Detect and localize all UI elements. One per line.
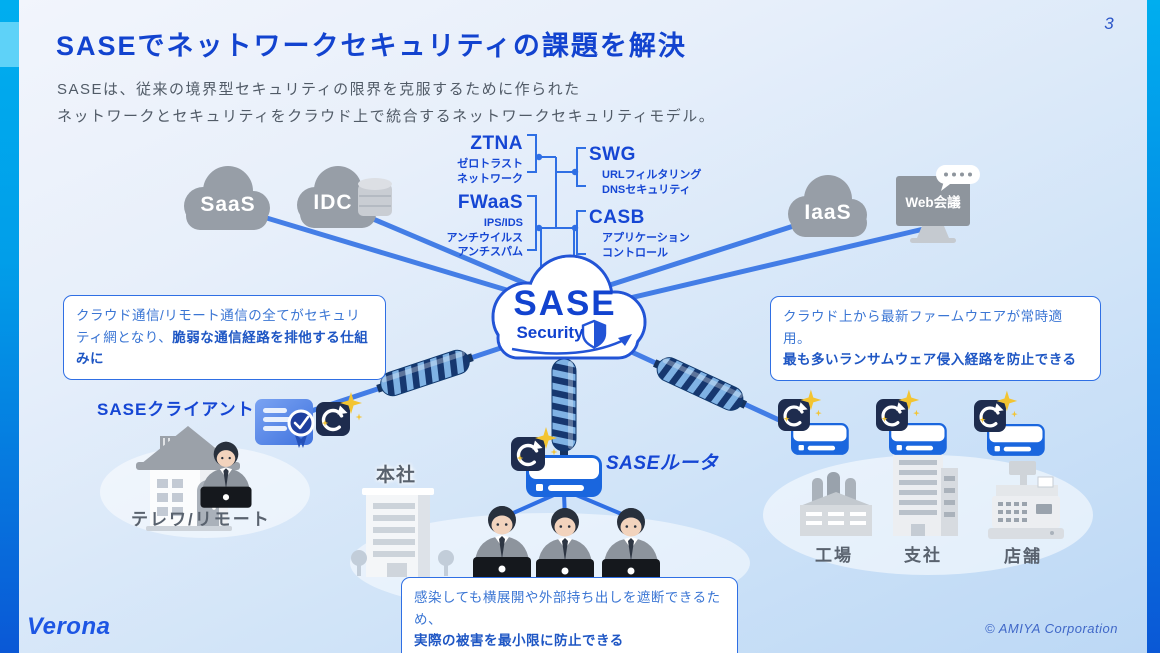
factory-label: 工場 — [815, 546, 853, 565]
callout-left-bold-text: 脆弱な通信経路を排他する仕組みに — [76, 329, 369, 367]
sase-cloud-icon — [491, 254, 647, 360]
verona-logo: Verona — [27, 613, 111, 640]
idc-cloud-label: IDC — [313, 191, 353, 214]
callout-bottom-text: 感染しても横展開や外部持ち出しを遮断できるため、 — [414, 590, 721, 627]
iaas-cloud-label: IaaS — [804, 201, 852, 224]
saas-cloud-label: SaaS — [200, 193, 256, 216]
callout-right-bold-text: 最も多いランサムウェア侵入経路を防止できる — [783, 352, 1077, 368]
service-swg-desc: DNSセキュリティ — [602, 183, 691, 196]
service-ztna-name: ZTNA — [470, 133, 523, 154]
cash-register-icon — [988, 461, 1064, 539]
service-ztna-desc: ゼロトラスト — [457, 157, 523, 170]
sase-cloud-security-label: Security — [516, 323, 584, 342]
network-cable-icon — [376, 349, 748, 455]
slide-subtitle: SASEは、従来の境界型セキュリティの限界を克服するために作られた ネットワーク… — [57, 76, 715, 130]
copyright-text: © AMIYA Corporation — [985, 621, 1118, 636]
page-title: SASEでネットワークセキュリティの課題を解決 — [56, 31, 687, 61]
monitor-icon — [896, 176, 970, 243]
service-swg: SWG URLフィルタリング DNSセキュリティ — [589, 143, 701, 197]
service-casb-name: CASB — [589, 207, 645, 228]
service-fwaas-name: FWaaS — [457, 192, 523, 213]
sase-cloud-title: SASE — [513, 284, 617, 323]
callout-left-text: 網となり、 — [103, 329, 173, 345]
speech-bubble-icon — [936, 165, 980, 191]
service-bracket-lines — [527, 134, 586, 270]
callout-bottom: 感染しても横展開や外部持ち出しを遮断できるため、 実際の被害を最小限に防止できる — [401, 577, 738, 653]
head-office-label: 本社 — [376, 465, 417, 486]
web-meeting-label: Web会議 — [905, 195, 961, 210]
callout-left: クラウド通信/リモート通信の全てがセキュリティ網となり、脆弱な通信経路を排他する… — [63, 295, 386, 380]
store-label: 店舗 — [1004, 547, 1042, 566]
telework-label: テレワ/リモート — [131, 510, 271, 529]
service-fwaas-desc: IPS/IDS — [483, 216, 523, 229]
subtitle-line-2: ネットワークとセキュリティをクラウド上で統合するネットワークセキュリティモデル。 — [57, 108, 716, 125]
branch-building-icon — [893, 452, 958, 536]
tree-icon — [351, 550, 454, 576]
factory-icon — [800, 472, 872, 536]
callout-right-text: クラウド上から最新ファームウエアが常時適用。 — [783, 309, 1063, 346]
left-accent-bar-segment — [0, 22, 19, 67]
bracket-nodes — [535, 153, 579, 232]
service-swg-desc: URLフィルタリング — [602, 168, 702, 181]
subtitle-line-1: SASEは、従来の境界型セキュリティの限界を克服するために作られた — [57, 81, 581, 98]
iaas-cloud-icon — [788, 175, 867, 237]
service-casb-desc: アプリケーション — [602, 231, 690, 244]
shield-icon — [581, 319, 607, 349]
callout-right: クラウド上から最新ファームウエアが常時適用。 最も多いランサムウェア侵入経路を防… — [770, 296, 1101, 381]
branch-label: 支社 — [904, 546, 942, 565]
service-fwaas-desc: アンチウイルス — [446, 231, 523, 244]
database-icon — [358, 178, 392, 216]
left-accent-bar — [0, 0, 19, 653]
service-ztna: ZTNA ゼロトラスト ネットワーク — [408, 132, 523, 186]
swoosh-underline — [511, 334, 632, 355]
head-office-building-icon — [351, 488, 454, 577]
service-ztna-desc: ネットワーク — [457, 172, 523, 185]
service-fwaas-desc: アンチスパム — [457, 246, 523, 259]
sase-router-label: SASEルータ — [606, 453, 719, 474]
callout-bottom-bold-text: 実際の被害を最小限に防止できる — [414, 633, 624, 649]
service-swg-name: SWG — [589, 144, 636, 165]
idc-cloud-icon — [297, 166, 376, 228]
service-fwaas: FWaaS IPS/IDS アンチウイルス アンチスパム — [408, 191, 523, 260]
saas-cloud-icon — [184, 166, 270, 230]
certificate-icon — [255, 399, 315, 448]
sase-client-label: SASEクライアント — [97, 400, 255, 419]
callout-left-text: クラウド通信/リモート通信の全てがセキュリティ — [76, 308, 361, 345]
service-casb: CASB アプリケーション コントロール — [589, 206, 690, 260]
service-casb-desc: コントロール — [602, 246, 668, 259]
right-accent-bar — [1147, 0, 1160, 653]
page-number: 3 — [1104, 14, 1114, 33]
